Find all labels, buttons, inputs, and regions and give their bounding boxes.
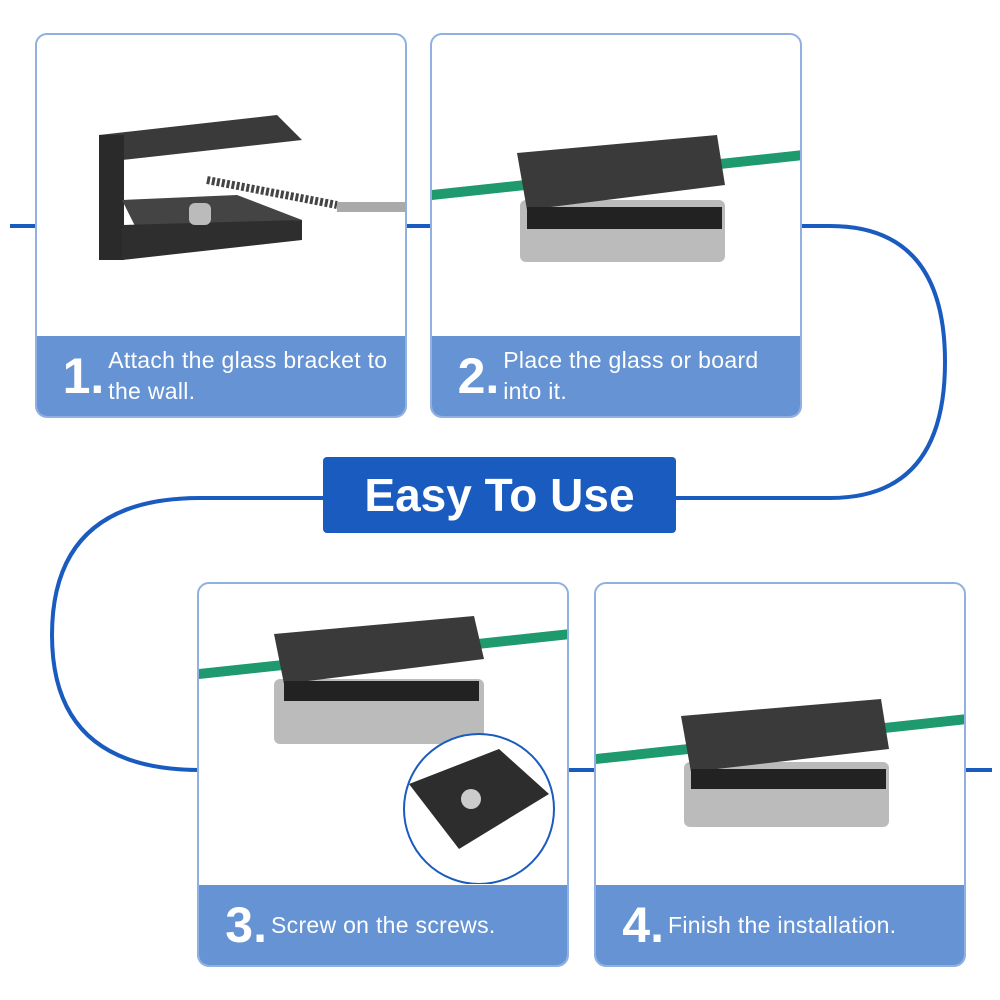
step-text: Screw on the screws.: [271, 911, 496, 938]
step-text: Place the glass or board into it.: [503, 347, 759, 404]
screw-illustration: [199, 616, 567, 884]
step-number: 3.: [225, 897, 267, 953]
step-4-panel: 4.Finish the installation.: [594, 582, 966, 967]
page-title: Easy To Use: [323, 457, 676, 533]
finished-installation-illustration: [596, 699, 964, 827]
step-2-panel: 2.Place the glass or board into it.: [430, 33, 802, 418]
bracket-wall-illustration: [99, 115, 405, 260]
step-3-panel: 3.Screw on the screws.: [197, 582, 569, 967]
glass-insert-illustration: [432, 135, 800, 262]
step-1-panel: 1.Attach the glass bracket to the wall.: [35, 33, 407, 418]
step-number: 4.: [622, 897, 664, 953]
step-number: 1.: [62, 348, 105, 404]
step-number: 2.: [457, 348, 500, 404]
step-text: Attach the glass bracket to the wall.: [108, 347, 388, 404]
step-text: Finish the installation.: [668, 911, 897, 938]
